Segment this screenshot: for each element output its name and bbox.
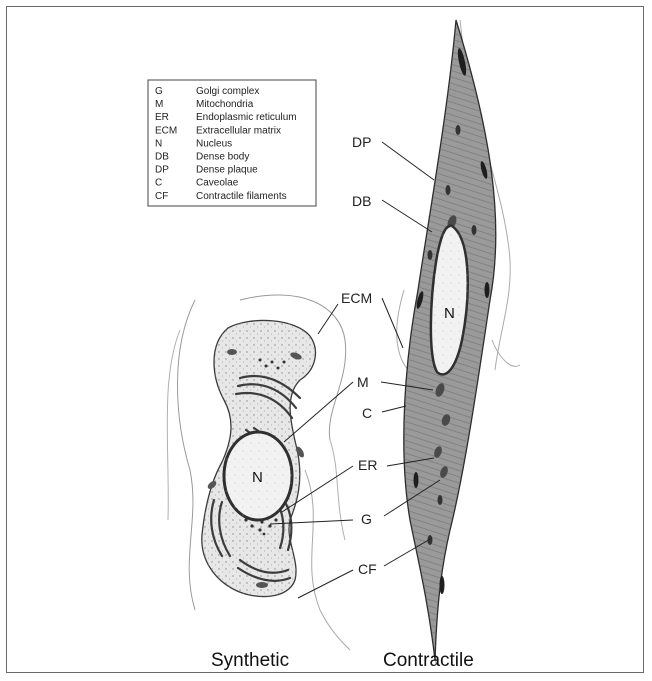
legend-abbr: ER	[155, 112, 169, 123]
nucleus-label-contractile: N	[444, 305, 455, 322]
label-m: M	[357, 374, 369, 390]
label-g: G	[361, 511, 372, 527]
legend-description: Golgi complex	[196, 86, 259, 97]
legend-abbr: ECM	[155, 125, 177, 136]
legend-description: Mitochondria	[196, 99, 254, 110]
legend-description: Dense body	[196, 152, 249, 163]
ecm-fibre	[305, 470, 350, 650]
synthetic-cell: N	[167, 295, 350, 650]
contractile-cell: N	[397, 20, 520, 665]
leader-m-synthetic	[284, 382, 353, 442]
legend-abbr: N	[155, 138, 162, 149]
legend-abbr: G	[155, 86, 163, 97]
legend-description: Nucleus	[196, 138, 232, 149]
ecm-fibre	[167, 330, 180, 520]
leader-ecm-synthetic	[318, 304, 338, 334]
legend-description: Dense plaque	[196, 165, 258, 176]
caption-contractile: Contractile	[383, 650, 474, 671]
legend-description: Extracellular matrix	[196, 125, 281, 136]
ecm-fibre	[178, 300, 196, 610]
leader-dp	[382, 142, 434, 180]
label-dp: DP	[352, 134, 371, 150]
label-er: ER	[358, 457, 377, 473]
legend-description: Contractile filaments	[196, 191, 287, 202]
leader-cf-synthetic	[298, 570, 353, 598]
legend-abbr: M	[155, 99, 163, 110]
ecm-fibre	[330, 440, 345, 540]
caption-synthetic: Synthetic	[211, 650, 289, 671]
legend-description: Endoplasmic reticulum	[196, 112, 297, 123]
legend-abbr: CF	[155, 191, 168, 202]
label-cf: CF	[358, 561, 377, 577]
label-db: DB	[352, 193, 371, 209]
legend-abbr: C	[155, 178, 162, 189]
legend-description: Caveolae	[196, 178, 239, 189]
nucleus-label-synthetic: N	[252, 469, 263, 486]
leader-db	[382, 200, 432, 232]
legend-abbr: DP	[155, 165, 169, 176]
label-ecm: ECM	[341, 290, 372, 306]
ecm-fibre	[397, 290, 408, 370]
label-c: C	[362, 405, 372, 421]
leader-c	[382, 406, 406, 412]
legend-abbr: DB	[155, 152, 169, 163]
